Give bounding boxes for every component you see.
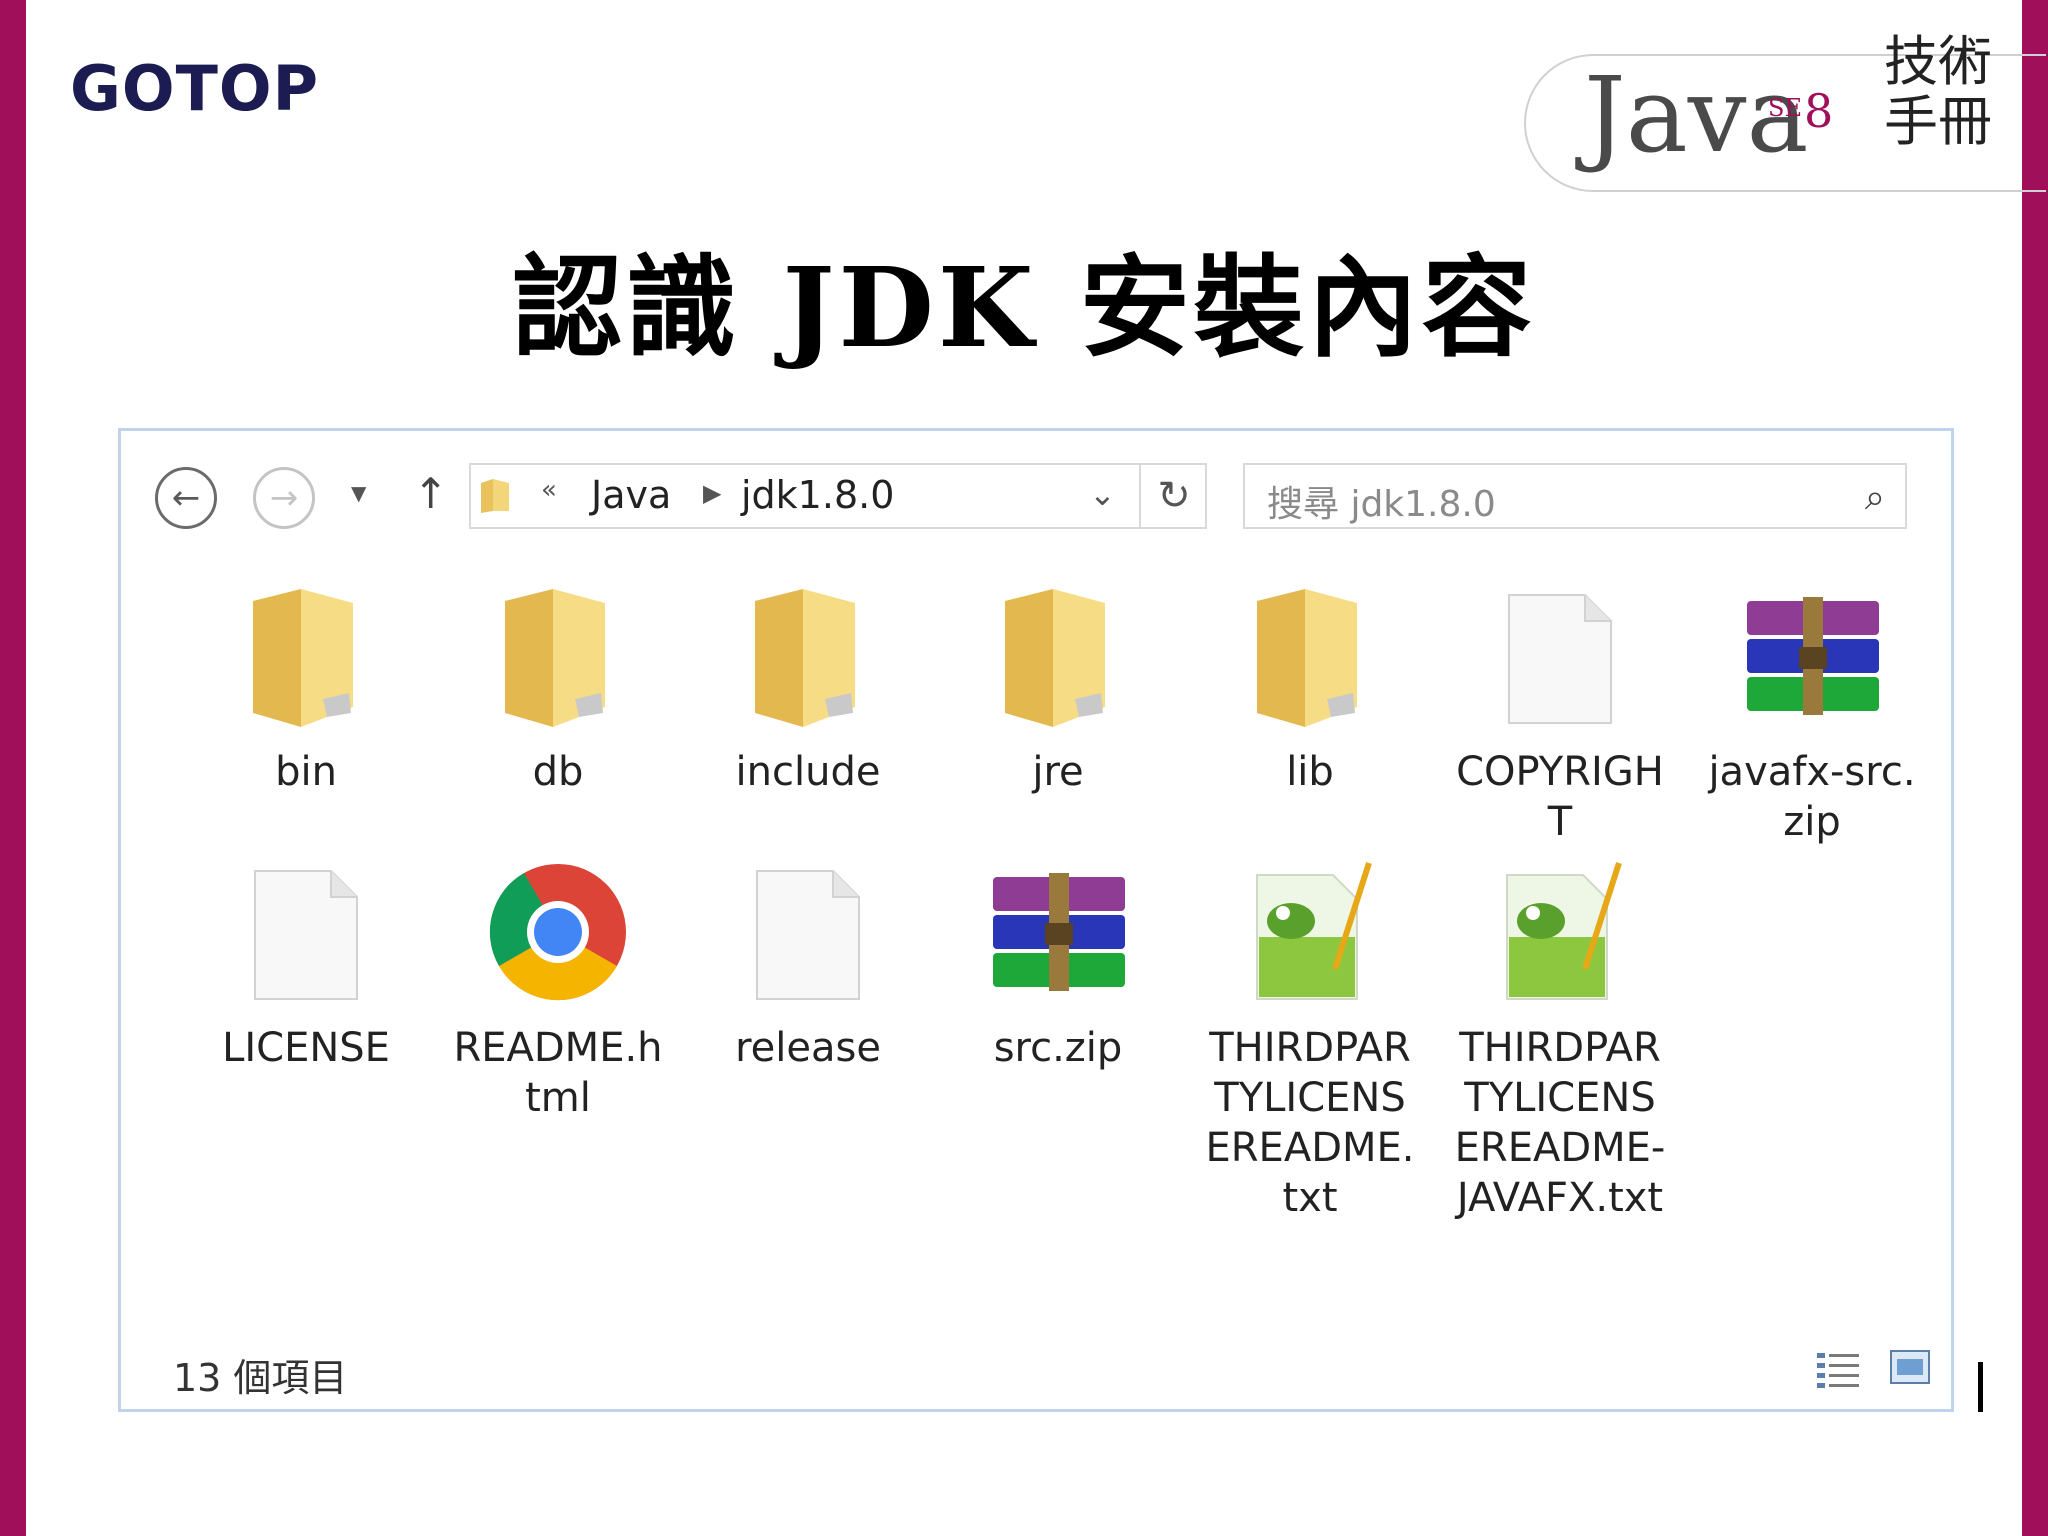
arrow-left-icon: ←	[171, 478, 201, 518]
item-count-status: 13 個項目	[173, 1356, 348, 1400]
search-icon: ⌕	[1864, 477, 1885, 518]
explorer-toolbar: ← → ▼ ↑ « Java ▶ jdk1.8.0 ⌄ ↻ 搜尋 jdk1.8.…	[121, 431, 1951, 551]
folder-icon	[1005, 589, 1105, 727]
address-overflow-icon[interactable]: «	[541, 475, 557, 505]
file-item-db[interactable]: db	[451, 581, 665, 797]
brand-pill	[1524, 54, 2046, 192]
file-item-include[interactable]: include	[701, 581, 915, 797]
file-item-copyright[interactable]: COPYRIGHT	[1453, 581, 1667, 847]
winrar-archive-icon	[1747, 597, 1879, 715]
file-item-release[interactable]: release	[701, 857, 915, 1073]
breadcrumb-separator-icon[interactable]: ▶	[703, 479, 722, 507]
folder-icon	[1257, 589, 1357, 727]
blank-file-icon	[756, 870, 860, 1000]
winrar-archive-icon	[993, 873, 1125, 991]
brand-version-text: 8	[1804, 84, 1834, 138]
arrow-up-icon: ↑	[413, 469, 449, 518]
chrome-icon	[489, 864, 626, 1001]
refresh-button[interactable]: ↻	[1139, 465, 1207, 527]
up-button[interactable]: ↑	[413, 469, 448, 518]
chevron-down-icon: ▼	[351, 481, 367, 505]
file-explorer-window: ← → ▼ ↑ « Java ▶ jdk1.8.0 ⌄ ↻ 搜尋 jdk1.8.…	[118, 428, 1954, 1412]
large-icons-view-icon[interactable]	[1889, 1349, 1931, 1385]
brand-calligraphy: 技術手冊	[1884, 30, 1992, 153]
forward-button[interactable]: →	[253, 467, 315, 529]
brand-java-text: Java	[1584, 54, 1809, 176]
notepad-plus-plus-file-icon	[1256, 862, 1372, 1000]
search-box[interactable]: 搜尋 jdk1.8.0 ⌕	[1243, 463, 1907, 529]
file-item-src-zip[interactable]: src.zip	[951, 857, 1165, 1073]
breadcrumb-jdk[interactable]: jdk1.8.0	[741, 473, 895, 517]
recent-locations-dropdown[interactable]: ▼	[351, 481, 366, 505]
gotop-logo: GOTOP	[70, 52, 320, 125]
folder-icon	[481, 479, 509, 513]
file-item-javafx-src-zip[interactable]: javafx-src.zip	[1705, 581, 1919, 847]
text-cursor	[1978, 1362, 1983, 1412]
file-item-thirdpartylicensereadme-txt[interactable]: THIRDPARTYLICENSEREADME.txt	[1203, 857, 1417, 1223]
search-input[interactable]: 搜尋 jdk1.8.0	[1267, 484, 1496, 525]
details-view-icon[interactable]	[1815, 1349, 1861, 1389]
java-brand-badge: Java SE 8 技術手冊	[1500, 32, 2046, 246]
folder-icon	[253, 589, 353, 727]
address-bar[interactable]: « Java ▶ jdk1.8.0 ⌄ ↻	[469, 463, 1207, 529]
notepad-plus-plus-file-icon	[1506, 862, 1622, 1000]
slide: GOTOP Java SE 8 技術手冊 認識 JDK 安裝內容 ← → ▼ ↑…	[26, 0, 2046, 1536]
arrow-right-icon: →	[269, 478, 299, 518]
back-button[interactable]: ←	[155, 467, 217, 529]
file-item-bin[interactable]: bin	[199, 581, 413, 797]
address-history-chevron-icon[interactable]: ⌄	[1089, 475, 1116, 513]
brand-se-text: SE	[1768, 94, 1802, 122]
slide-title: 認識 JDK 安裝內容	[512, 243, 1536, 372]
file-item-jre[interactable]: jre	[951, 581, 1165, 797]
refresh-icon: ↻	[1157, 473, 1191, 519]
folder-icon	[505, 589, 605, 727]
blank-file-icon	[254, 870, 358, 1000]
breadcrumb-java[interactable]: Java	[591, 473, 672, 517]
file-item-readme-html[interactable]: README.html	[451, 857, 665, 1123]
file-item-thirdpartylicensereadme-javafx-txt[interactable]: THIRDPARTYLICENSEREADME-JAVAFX.txt	[1453, 857, 1667, 1223]
blank-file-icon	[1508, 594, 1612, 724]
file-item-license[interactable]: LICENSE	[199, 857, 413, 1073]
folder-icon	[755, 589, 855, 727]
file-item-lib[interactable]: lib	[1203, 581, 1417, 797]
